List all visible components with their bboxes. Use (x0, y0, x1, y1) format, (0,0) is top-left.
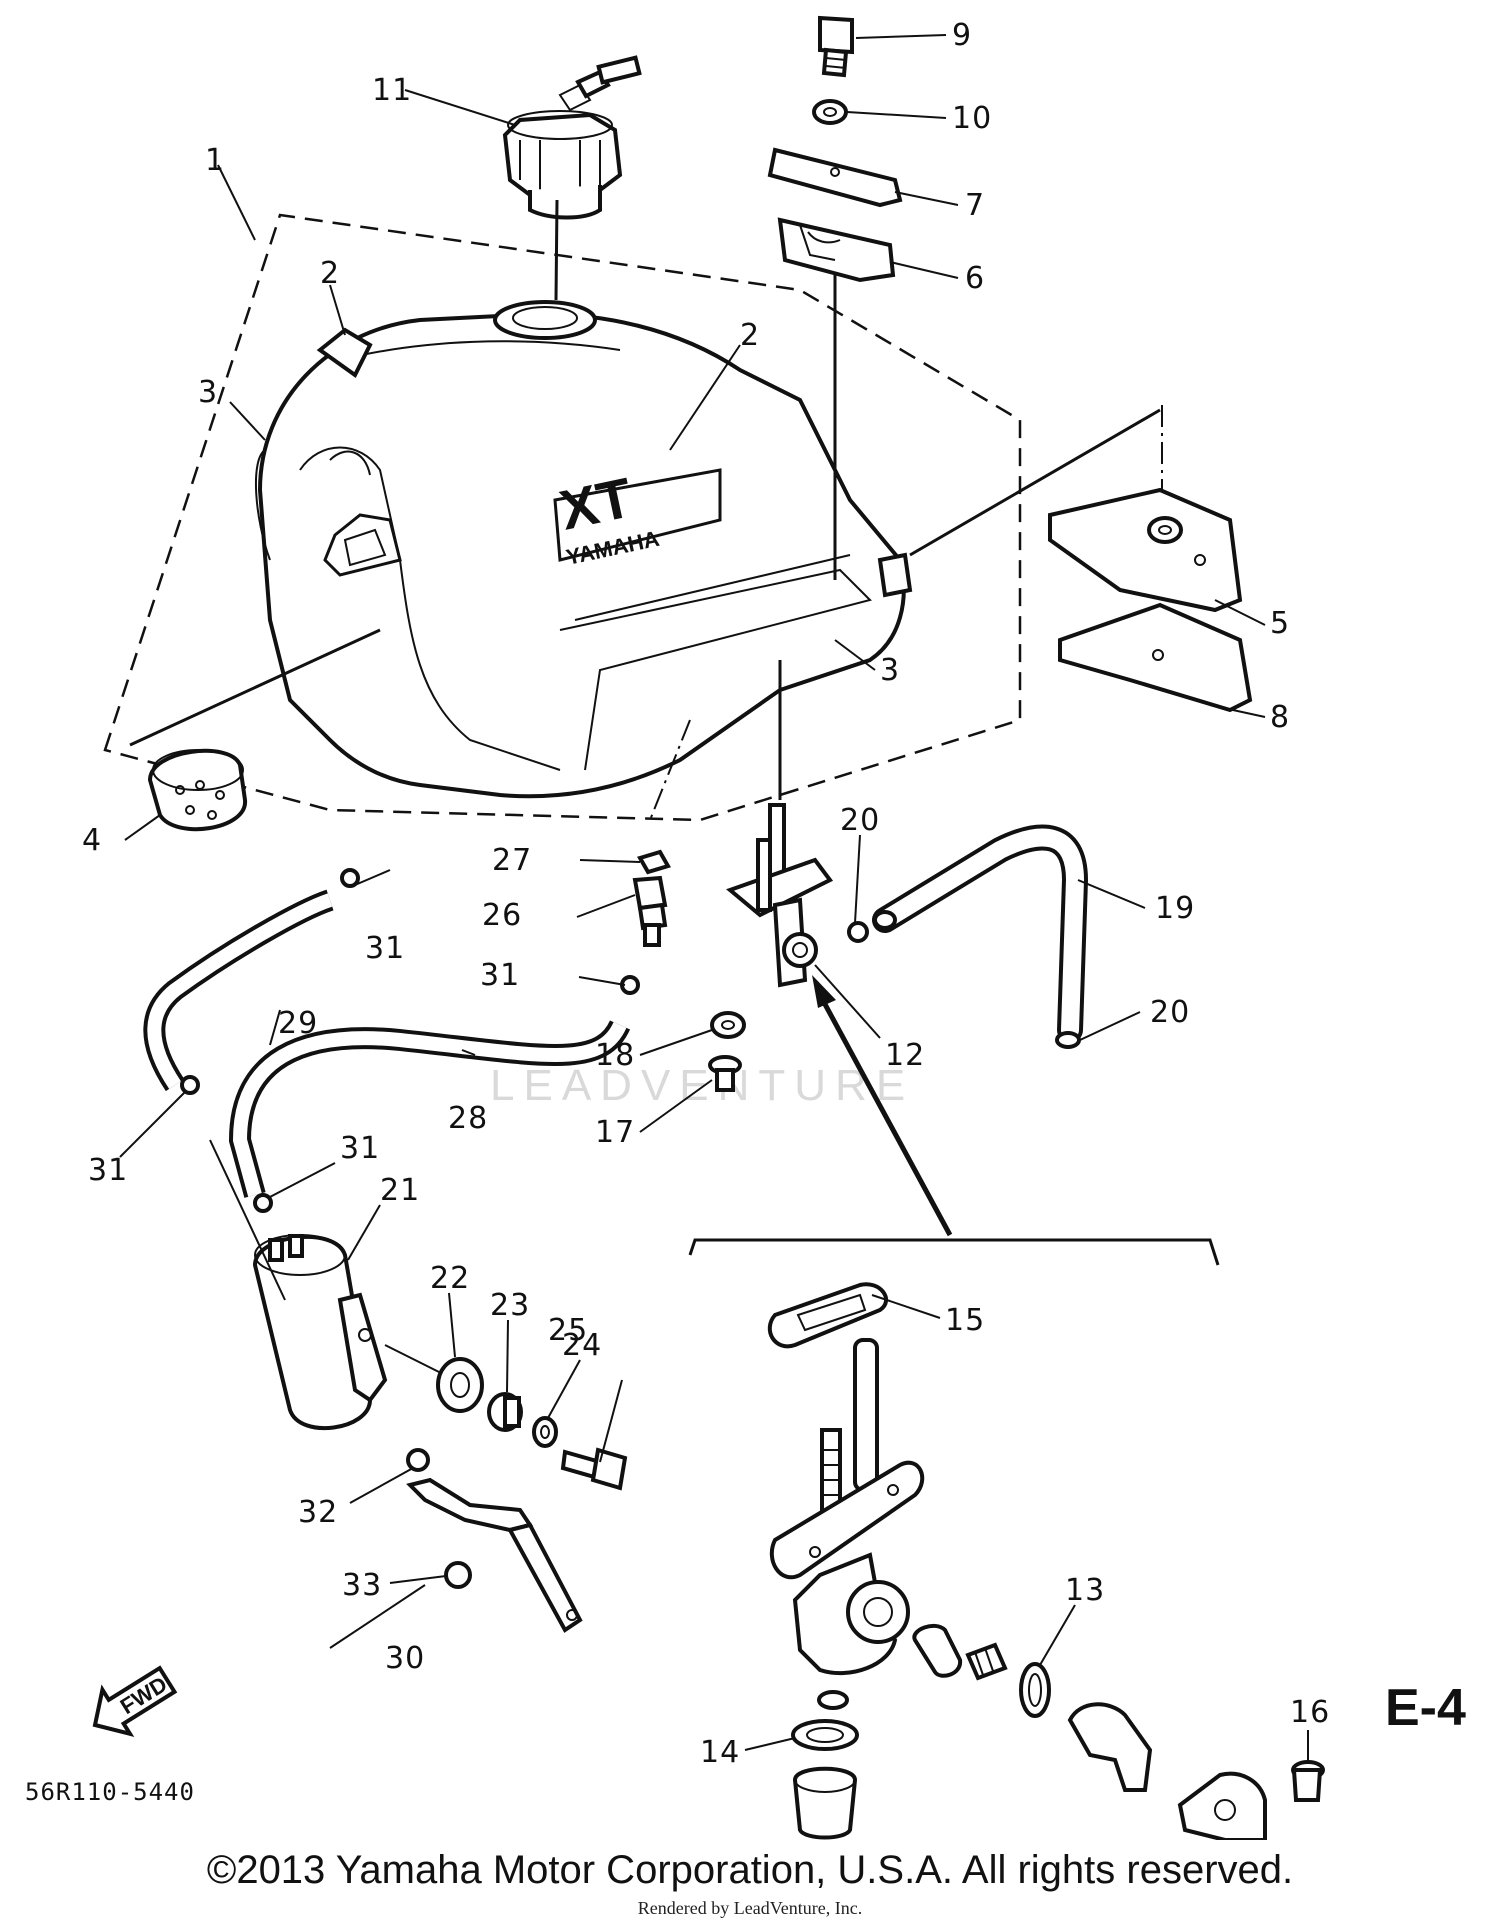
cock-lever-gasket (1067, 1702, 1153, 1792)
callout-24: 24 (562, 1328, 602, 1363)
callout-16: 16 (1290, 1695, 1330, 1730)
hose-clip (1055, 1031, 1081, 1049)
callout-2: 2 (740, 318, 760, 353)
callout-4: 4 (82, 823, 102, 858)
callout-11: 11 (372, 73, 412, 108)
cap-leader-line (554, 199, 559, 301)
callout-2: 2 (320, 256, 340, 291)
copyright-notice: ©2013 Yamaha Motor Corporation, U.S.A. A… (206, 1848, 1294, 1892)
fuel-hose (872, 824, 1089, 1043)
fuel-cock (726, 803, 834, 988)
callout-31: 31 (88, 1153, 128, 1188)
callout-19: 19 (1155, 891, 1195, 926)
callout-30: 30 (385, 1641, 425, 1676)
callout-33: 33 (342, 1568, 382, 1603)
overflow-hose (143, 889, 334, 1092)
fuel-tank-assembly-outline (103, 213, 1022, 822)
detail-bracket (688, 1238, 1220, 1266)
callout-leaders (119, 34, 1309, 1763)
canister-clip (444, 1561, 472, 1589)
vent-centerline (649, 719, 691, 821)
cock-o-ring (1019, 1662, 1051, 1718)
callout-12: 12 (885, 1038, 925, 1073)
callout-8: 8 (1270, 700, 1290, 735)
callout-25: 25 (548, 1313, 588, 1348)
mount-leader-line (909, 408, 1161, 557)
rendered-by-notice: Rendered by LeadVenture, Inc. (637, 1898, 863, 1918)
callout-10: 10 (952, 101, 992, 136)
callout-9: 9 (952, 18, 972, 53)
rear-mounting-plate (1048, 487, 1243, 613)
callout-17: 17 (595, 1115, 635, 1150)
tank-damper-block (777, 217, 896, 283)
canister-leader-line (209, 1139, 286, 1301)
canister-leader-line (384, 1344, 446, 1376)
callout-31: 31 (340, 1131, 380, 1166)
callout-28: 28 (448, 1101, 488, 1136)
hose-clip (847, 921, 869, 943)
callout-32: 32 (298, 1495, 338, 1530)
cock-washer (710, 1011, 746, 1039)
canister-washer (532, 1416, 558, 1448)
breather-hose (228, 1019, 631, 1198)
hose-clip (180, 1075, 200, 1095)
callout-1: 1 (205, 143, 225, 178)
vent-fitting (632, 875, 668, 947)
vent-clip (637, 849, 671, 875)
fwd-arrow: FWD (92, 1665, 178, 1737)
canister-collar (487, 1392, 523, 1432)
callout-5: 5 (1270, 606, 1290, 641)
charcoal-canister (252, 1234, 388, 1431)
cock-spring (965, 1642, 1008, 1681)
hose-clip (340, 868, 360, 888)
canister-bracket (406, 1477, 583, 1633)
mounting-pad (1058, 602, 1253, 713)
callout-21: 21 (380, 1173, 420, 1208)
callout-20: 20 (1150, 995, 1190, 1030)
callout-6: 6 (965, 261, 985, 296)
detail-arrow-head (812, 975, 836, 1008)
canister-bolt (560, 1447, 628, 1491)
cock-filter-cup (792, 1766, 858, 1840)
tank-grommet (147, 748, 247, 832)
callout-22: 22 (430, 1261, 470, 1296)
tank-bolt (818, 15, 854, 78)
canister-clip (406, 1448, 430, 1472)
callout-26: 26 (482, 898, 522, 933)
callout-3: 3 (880, 653, 900, 688)
section-id: E-4 (1385, 1679, 1466, 1737)
callout-14: 14 (700, 1735, 740, 1770)
lock-washer (812, 99, 848, 125)
canister-damper (436, 1357, 484, 1413)
cock-plunger (912, 1623, 963, 1678)
fuel-cap (502, 55, 642, 220)
callout-15: 15 (945, 1303, 985, 1338)
fuel-tank: XT YAMAHA (255, 300, 913, 799)
callout-27: 27 (492, 843, 532, 878)
callout-7: 7 (965, 188, 985, 223)
drawing-number: 56R110-5440 (25, 1778, 195, 1806)
cock-gasket (767, 1282, 889, 1349)
hose-clip (253, 1193, 273, 1213)
cock-plate (1177, 1771, 1267, 1840)
watermark: LEADVENTURE (490, 1061, 914, 1110)
callout-18: 18 (595, 1038, 635, 1073)
callout-31: 31 (365, 931, 405, 966)
detail-arrow-line (817, 993, 953, 1237)
callout-13: 13 (1065, 1573, 1105, 1608)
callout-31: 31 (480, 958, 520, 993)
callout-20: 20 (840, 803, 880, 838)
callout-23: 23 (490, 1288, 530, 1323)
upper-tank-bracket (767, 147, 903, 208)
grommet-leader-line (129, 628, 381, 747)
cock-screw (708, 1055, 742, 1092)
cock-lever-screw (1291, 1760, 1325, 1802)
tank-badge-model: XT (554, 465, 637, 542)
callout-3: 3 (198, 375, 218, 410)
fuel-cock-detail (769, 1338, 925, 1676)
cock-seal (791, 1690, 859, 1751)
callout-29: 29 (278, 1006, 318, 1041)
parts-diagram: LEADVENTURE XT YAMAHA (25, 15, 1466, 1840)
